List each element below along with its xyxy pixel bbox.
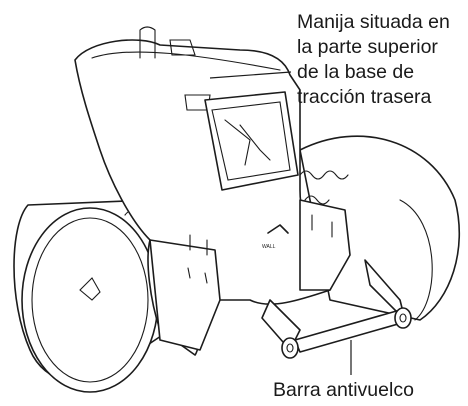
- handle-callout-line-1: Manija situada en: [297, 11, 450, 33]
- handle-callout: Manija situada en la parte superior de l…: [297, 10, 450, 110]
- anti-tip-bar: [261, 259, 412, 359]
- robot-body: WALL: [74, 26, 351, 356]
- anti-tip-bar-callout: Barra antivuelco: [273, 379, 414, 401]
- handle-leader-line: [209, 71, 292, 79]
- right-coiled-cable: [299, 170, 349, 205]
- wheel-hub-icon: [79, 277, 101, 301]
- brand-logo-text: WALL: [262, 244, 276, 250]
- handle-callout-line-4: tracción trasera: [297, 86, 432, 108]
- left-rear-wheel: [13, 199, 171, 393]
- brand-logo-mark: [267, 224, 289, 234]
- handle-callout-line-3: de la base de: [297, 61, 415, 83]
- handle-callout-line-2: la parte superior: [297, 36, 438, 58]
